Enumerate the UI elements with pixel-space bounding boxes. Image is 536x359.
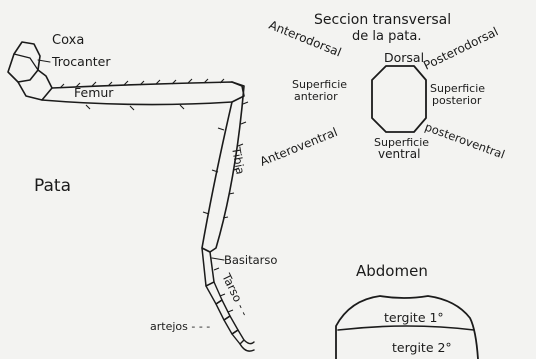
- label-tergite-2: tergite 2°: [392, 340, 452, 355]
- label-femur: Femur: [74, 85, 114, 100]
- section-title-line1: Seccion transversal: [314, 12, 451, 28]
- abdomen-title: Abdomen: [356, 262, 428, 280]
- label-coxa: Coxa: [52, 33, 84, 48]
- leg-drawing: [8, 42, 254, 351]
- label-posteroventral: posteroventral: [423, 120, 507, 162]
- label-basitarso: Basitarso: [224, 253, 277, 267]
- label-sup-anterior-2: anterior: [294, 90, 338, 103]
- label-posterodorsal: Posterodorsal: [421, 24, 500, 72]
- label-trocanter: Trocanter: [51, 54, 111, 69]
- coxa-inner-line: [14, 54, 38, 70]
- label-dorsal: Dorsal: [384, 50, 424, 65]
- label-artejos: artejos - - -: [150, 320, 210, 333]
- label-sup-ventral-2: ventral: [378, 147, 420, 161]
- femur-shape: [42, 82, 244, 105]
- leader-basitarso: [212, 258, 224, 260]
- section-title-line2: de la pata.: [352, 29, 422, 44]
- cross-section-octagon: [372, 66, 426, 132]
- coxa-shape: [8, 42, 40, 82]
- label-tergite-1: tergite 1°: [384, 310, 444, 325]
- tergite-divider: [338, 326, 474, 330]
- label-tibia: Tibia: [229, 145, 248, 175]
- label-anteroventral: Anteroventral: [258, 125, 340, 169]
- basitarsus-shape: [202, 248, 214, 286]
- leg-title: Pata: [34, 176, 71, 196]
- label-sup-posterior-2: posterior: [432, 94, 482, 107]
